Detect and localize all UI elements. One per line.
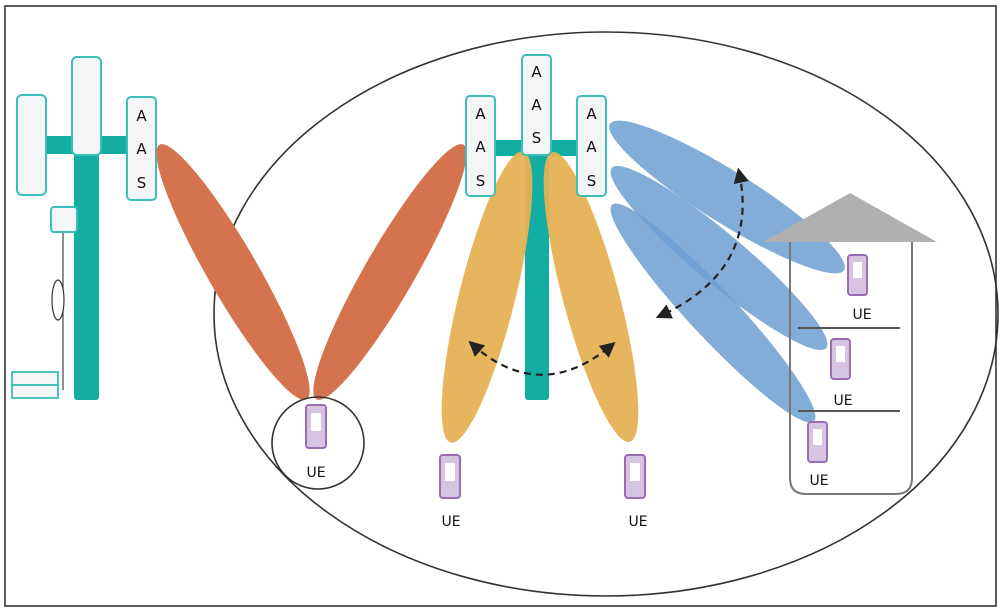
ue-device-floor-bottom: UE	[807, 421, 829, 489]
aas-letter: A	[586, 105, 597, 123]
ue-device-yellow-right: UE	[624, 454, 648, 530]
orange-beams	[156, 144, 467, 400]
legacy-base-station: A A S	[11, 56, 157, 400]
ue-device-floor-top: UE	[847, 254, 872, 323]
ue-device-floor-middle: UE	[830, 338, 853, 409]
ue-label: UE	[441, 514, 460, 530]
aas-letter: S	[476, 172, 486, 190]
orange-beam-right	[313, 144, 467, 400]
cable-loop	[51, 279, 65, 321]
aas-panel-center-left	[465, 95, 496, 197]
phone-screen	[853, 262, 862, 278]
ue-device-yellow-left: UE	[439, 454, 461, 530]
yellow-beam-right	[543, 151, 639, 443]
building-roof	[763, 193, 937, 242]
blue-beam-steering-arrow	[655, 167, 749, 319]
building-walls	[789, 242, 913, 495]
aas-letter: S	[532, 129, 542, 147]
ue-highlight-circle	[271, 396, 365, 490]
aas-letter: S	[137, 174, 147, 192]
base-unit-upper	[11, 371, 59, 386]
multi-storey-building	[763, 193, 937, 495]
aas-letter: A	[531, 63, 542, 81]
aas-letter: A	[475, 138, 486, 156]
aas-letter: A	[531, 96, 542, 114]
aas-panel-center-right	[576, 95, 607, 197]
aas-panel-left-tower	[126, 96, 157, 201]
base-unit-lower	[11, 384, 59, 399]
ue-device-encircled: UE	[305, 404, 327, 481]
aas-letter: A	[136, 140, 147, 158]
aas-letter: A	[475, 105, 486, 123]
yellow-beam-left	[441, 151, 533, 443]
ue-label: UE	[809, 473, 828, 489]
cell-coverage-ellipse	[213, 31, 999, 597]
tower-mast	[74, 130, 99, 400]
ue-label: UE	[628, 514, 647, 530]
phone-screen	[836, 346, 845, 362]
orange-beam-left	[156, 144, 310, 400]
passive-antenna-top	[71, 56, 102, 156]
aas-letter: S	[587, 172, 597, 190]
passive-antenna-left	[16, 94, 47, 196]
aas-panel-center-top	[521, 54, 552, 156]
aas-letter: A	[136, 107, 147, 125]
phone-screen	[311, 413, 321, 431]
phone-screen	[630, 463, 640, 481]
yellow-beams	[441, 151, 639, 443]
ue-label: UE	[833, 393, 852, 409]
yellow-beam-steering-arrow	[468, 340, 616, 376]
phone-screen	[445, 463, 455, 481]
ue-label: UE	[852, 307, 871, 323]
phone-screen	[813, 429, 822, 445]
remote-radio-unit	[50, 206, 78, 233]
ue-label: UE	[306, 465, 325, 481]
diagram-frame	[4, 5, 997, 607]
central-aas-array: A A S A A S A A S	[465, 54, 607, 197]
aas-letter: A	[586, 138, 597, 156]
